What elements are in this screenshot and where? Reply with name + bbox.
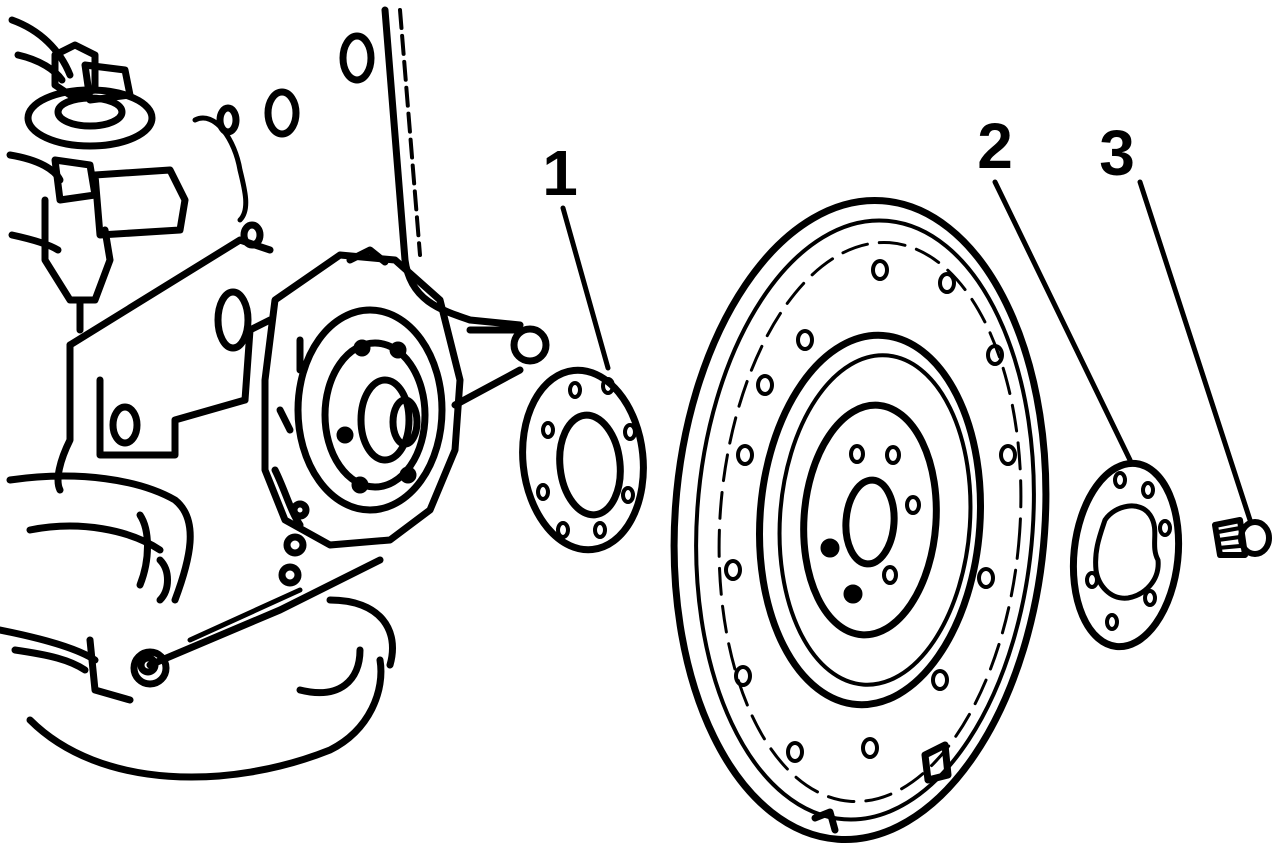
callout-labels: 1 2 3: [542, 110, 1135, 209]
callout-label-2: 2: [977, 110, 1013, 182]
part-1-spacer-plate: [519, 366, 647, 554]
engine-block: [0, 6, 550, 781]
part-3-bolt: [1212, 517, 1272, 558]
callout-leaders: [560, 179, 1253, 523]
leader-line-3: [1137, 179, 1253, 523]
leader-line-2: [992, 179, 1133, 463]
leader-line-1: [560, 205, 611, 371]
flywheel-drive-plate: [670, 197, 1050, 843]
part-2-reinforcing-plate: [1069, 459, 1183, 651]
crankshaft-seal-housing: [261, 246, 464, 587]
callout-label-1: 1: [542, 137, 578, 209]
callout-label-3: 3: [1099, 117, 1135, 189]
